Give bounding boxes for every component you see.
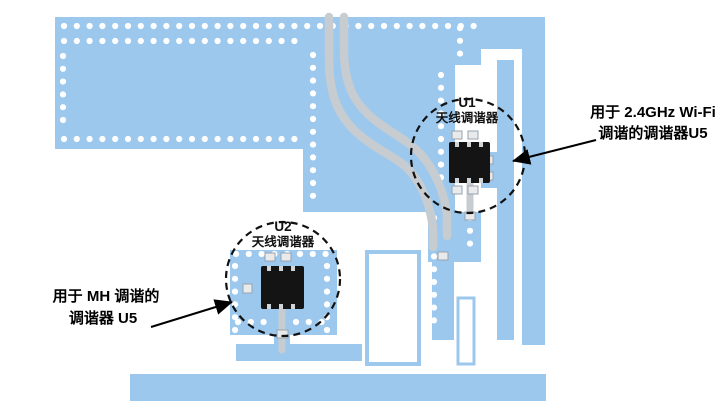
via-dots xyxy=(59,22,477,334)
copper-mid-bar xyxy=(236,344,362,361)
copper-right-strip-outer xyxy=(522,38,545,345)
component xyxy=(437,251,449,261)
copper-top-left-block xyxy=(55,17,303,149)
rf-trace-inner xyxy=(339,12,452,241)
component xyxy=(276,329,289,339)
component xyxy=(242,283,253,294)
u2-ref-label: U2 xyxy=(274,219,291,234)
chips xyxy=(261,142,490,309)
mh-annotation-line1: 用于 MH 调谐的 xyxy=(53,287,160,305)
wifi-annotation-line1: 用于 2.4GHz Wi-Fi xyxy=(590,104,716,121)
mh-annotation-arrow xyxy=(150,299,233,328)
copper-hollow-frame-small xyxy=(456,296,476,366)
component xyxy=(264,252,276,262)
rf-trace-outer xyxy=(324,12,438,252)
rf-trace-group xyxy=(278,12,474,354)
copper-center-stem xyxy=(432,262,454,340)
u1-chip xyxy=(449,142,490,183)
u1-part-label: 天线调谐器 xyxy=(436,110,499,125)
component xyxy=(451,130,463,140)
u2-chip xyxy=(261,266,304,309)
wifi-annotation-line2: 调谐的调谐器U5 xyxy=(598,124,707,142)
wifi-annotation-arrow xyxy=(512,139,597,165)
component xyxy=(467,185,479,195)
component xyxy=(280,252,292,262)
mh-annotation-line2: 调谐器 U5 xyxy=(69,309,137,327)
chip-pins xyxy=(267,142,483,309)
u2-part-label: 天线调谐器 xyxy=(252,234,315,249)
component xyxy=(467,130,479,140)
copper-hollow-frame-large xyxy=(365,250,421,366)
copper-bottom-bar xyxy=(130,374,546,401)
u1-ref-label: U1 xyxy=(458,95,476,110)
copper-center-column xyxy=(303,65,455,212)
component xyxy=(451,185,463,195)
u2-highlight-circle xyxy=(224,220,342,338)
